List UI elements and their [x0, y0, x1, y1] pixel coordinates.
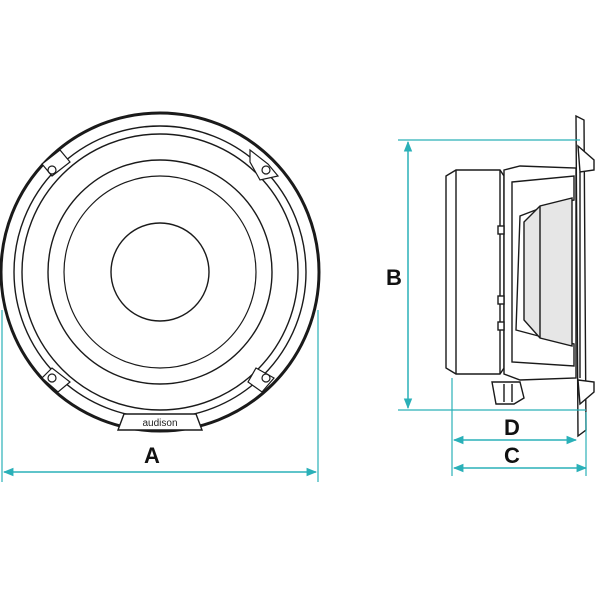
- screw-hole-icon: [47, 165, 57, 175]
- cone-profile: [523, 197, 573, 347]
- front-view: [0, 111, 321, 433]
- dimension-a: [1, 310, 319, 482]
- mounting-tab-top-right: [249, 148, 280, 181]
- dimension-label-d: D: [504, 415, 520, 440]
- screw-hole-icon: [47, 373, 57, 383]
- brand-logo: audison: [142, 418, 177, 429]
- side-view: [445, 114, 595, 438]
- screw-hole-icon: [261, 373, 271, 383]
- dimension-label-b: B: [386, 265, 402, 290]
- logo-plate: [116, 413, 204, 431]
- dimension-b: [398, 139, 586, 411]
- mounting-tab-bottom-left: [41, 367, 71, 393]
- magnet: [445, 169, 505, 375]
- mounting-tab-top-left: [41, 149, 71, 177]
- surround: [21, 133, 299, 411]
- terminal: [491, 381, 525, 405]
- dimension-label-a: A: [144, 443, 160, 468]
- dust-cap: [110, 222, 210, 322]
- screw-hole-icon: [261, 165, 271, 175]
- cone-edge: [47, 159, 273, 385]
- cone-inner: [63, 175, 257, 369]
- outer-frame: [0, 111, 321, 433]
- mounting-tab-bottom-right: [247, 367, 275, 393]
- dimension-label-c: C: [504, 443, 520, 468]
